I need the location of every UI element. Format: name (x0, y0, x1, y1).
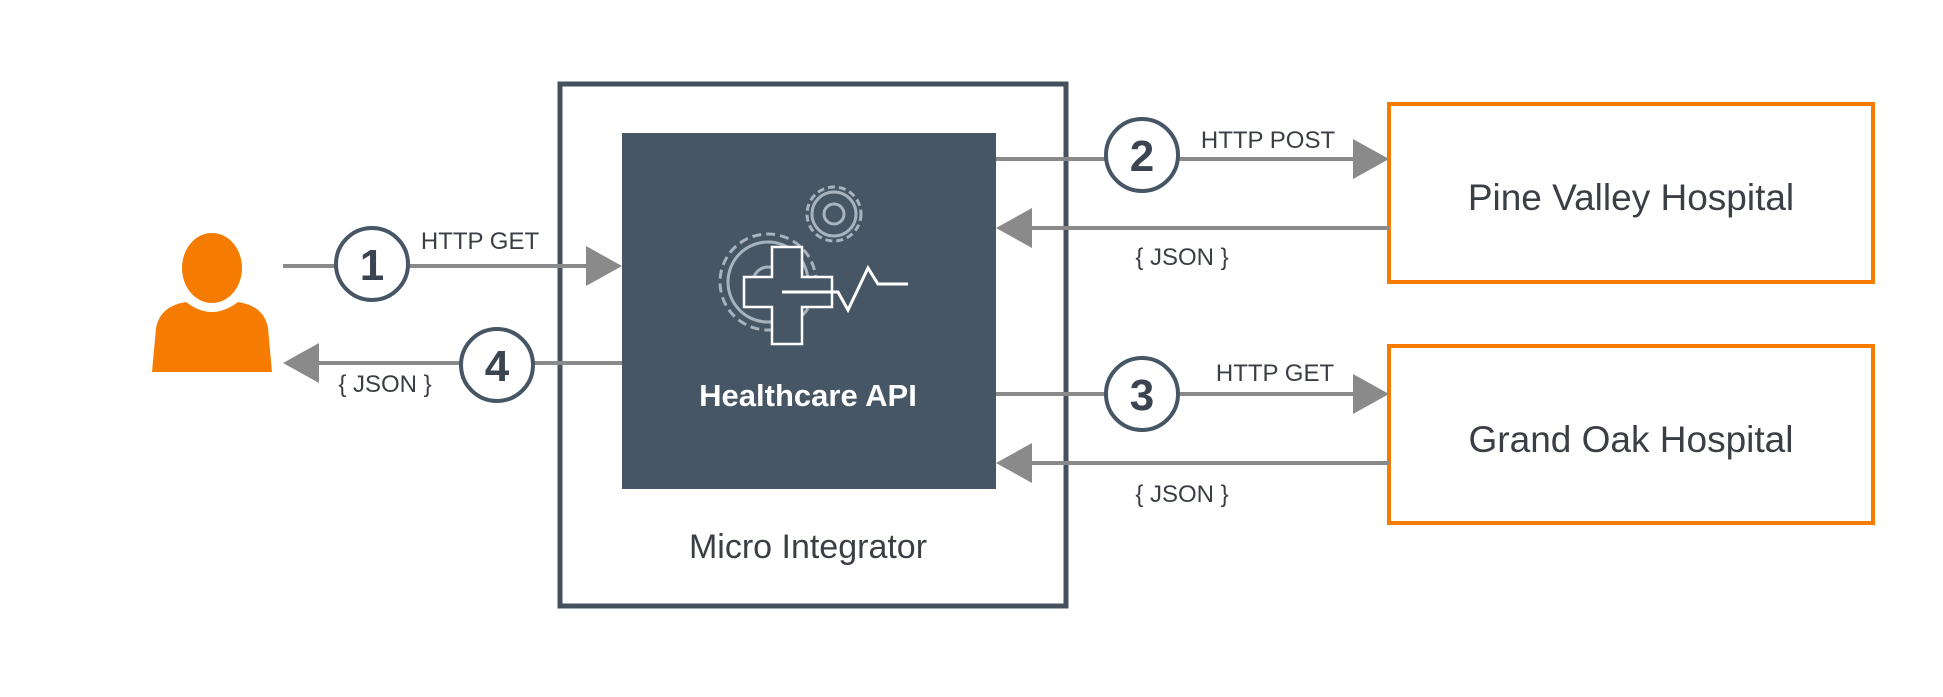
arrowhead-request-3 (1353, 374, 1389, 414)
micro-integrator-label: Micro Integrator (689, 528, 927, 566)
step-2-badge: 2 (1104, 117, 1180, 193)
step-3-number: 3 (1130, 371, 1154, 420)
grand-oak-hospital-label: Grand Oak Hospital (1469, 419, 1794, 460)
healthcare-api-box (622, 133, 996, 489)
healthcare-gears-cross-icon (718, 185, 908, 346)
arrowhead-response-4 (283, 343, 319, 383)
user-icon (152, 233, 272, 372)
pine-valley-response-label: { JSON } (1135, 244, 1228, 271)
step-3-badge: 3 (1104, 356, 1180, 432)
healthcare-api-label: Healthcare API (699, 378, 917, 413)
arrowhead-response-grand-oak (996, 443, 1032, 483)
pine-valley-hospital-box (1387, 102, 1875, 284)
step-4-number: 4 (485, 342, 510, 391)
step-1-badge: 1 (334, 226, 410, 302)
pine-valley-hospital-label: Pine Valley Hospital (1468, 177, 1794, 218)
arrowhead-request-2 (1353, 139, 1389, 179)
step-2-number: 2 (1130, 132, 1154, 181)
arrowhead-request-1 (586, 246, 622, 286)
grand-oak-hospital-box (1387, 344, 1875, 525)
step-4-badge: 4 (459, 327, 535, 403)
grand-oak-response-label: { JSON } (1135, 481, 1228, 508)
step-1-label: HTTP GET (421, 228, 540, 255)
micro-integrator-box (557, 81, 1069, 609)
step-2-label: HTTP POST (1201, 127, 1336, 154)
arrowhead-response-pine-valley (996, 208, 1032, 248)
step-4-label: { JSON } (338, 371, 431, 398)
step-3-label: HTTP GET (1216, 360, 1335, 387)
step-1-number: 1 (360, 241, 384, 290)
